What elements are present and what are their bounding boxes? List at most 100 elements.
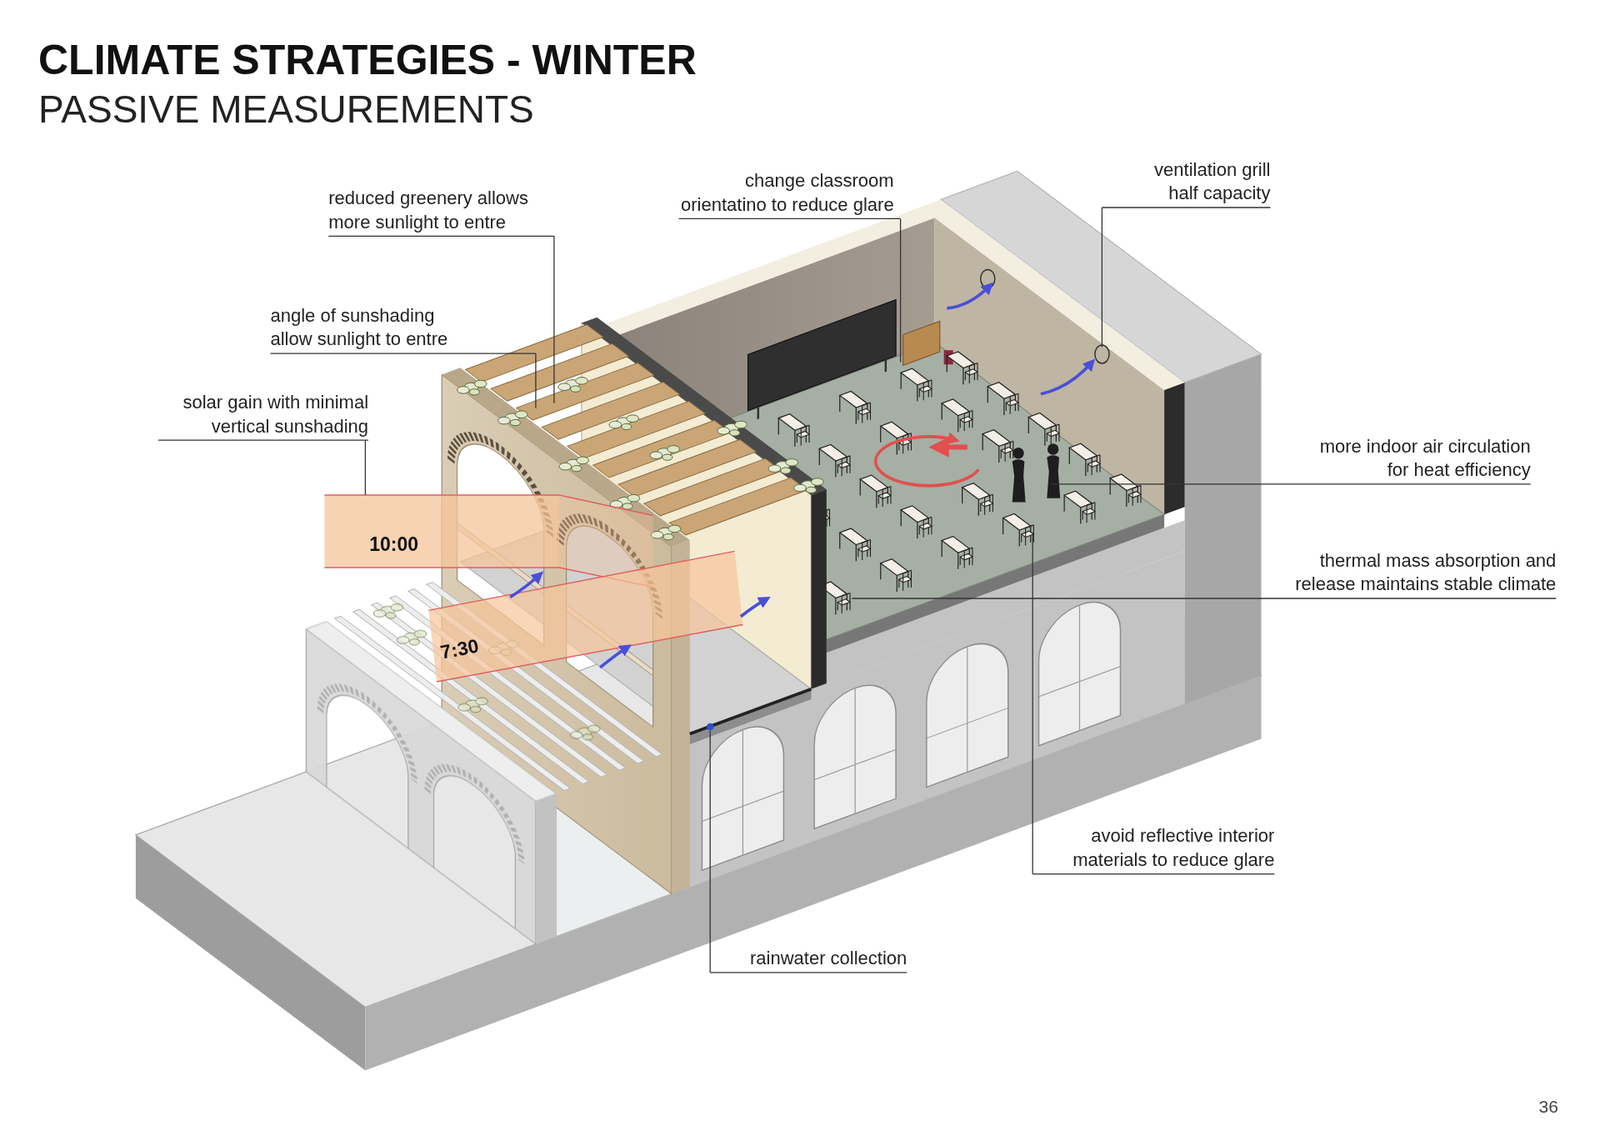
- air-flow: [510, 285, 1092, 668]
- leader-line: [535, 353, 536, 409]
- people: [1012, 443, 1061, 502]
- label-holder: 7:30: [440, 640, 480, 666]
- cabinet: [903, 320, 940, 365]
- greenery: [373, 603, 404, 619]
- annotation: solar gain with minimal vertical sunshad…: [180, 390, 369, 439]
- greenery: [458, 697, 489, 713]
- greenery: [794, 478, 825, 494]
- person-body: [1046, 455, 1060, 498]
- leader-line: [1032, 532, 1034, 874]
- greenery: [609, 415, 640, 430]
- wall-cut: [535, 793, 556, 944]
- underline: [270, 352, 536, 354]
- underline: [710, 971, 907, 973]
- desk: [941, 536, 973, 570]
- title: CLIMATE STRATEGIES - WINTER: [38, 36, 697, 85]
- annotation: more indoor air circulation for heat eff…: [1317, 435, 1531, 483]
- label-holder: thermal mass absorption and release main…: [1292, 549, 1556, 597]
- air-arrow: [946, 285, 990, 309]
- annotation: avoid reflective interior materials to r…: [1070, 824, 1275, 872]
- underline: [679, 218, 901, 220]
- sun-band: [324, 495, 560, 568]
- underline: [1050, 483, 1531, 485]
- annotation: angle of sunshading allow sunlight to en…: [270, 304, 450, 352]
- person-head: [1012, 447, 1024, 459]
- desk: [1069, 443, 1100, 476]
- greenery: [558, 377, 589, 393]
- leader-line: [710, 730, 711, 973]
- time-label: 10:00: [369, 532, 419, 558]
- rainwater-outlet: [706, 723, 715, 731]
- air-circulation-arrow: [936, 444, 968, 450]
- annotation: change classroom orientatino to reduce g…: [679, 169, 895, 217]
- label-holder: angle of sunshading allow sunlight to en…: [270, 304, 450, 352]
- annotation: rainwater collection: [750, 946, 907, 971]
- greenery: [650, 445, 680, 461]
- underline: [1101, 206, 1270, 208]
- desk: [987, 382, 1019, 415]
- wood-slat: [669, 477, 807, 535]
- rainwater-gutter: [690, 689, 812, 735]
- label-holder: CLIMATE STRATEGIES - WINTER: [38, 36, 697, 85]
- air-arrow: [1040, 362, 1092, 395]
- page-number: 36: [1539, 1095, 1559, 1118]
- wall-cap: [935, 210, 1185, 390]
- air-arrow: [600, 646, 628, 667]
- desk: [941, 399, 973, 432]
- desk: [840, 528, 871, 561]
- greenery: [396, 630, 427, 645]
- underline: [851, 597, 1556, 599]
- leader-line: [1101, 207, 1103, 347]
- label-holder: more indoor air circulation for heat eff…: [1317, 435, 1531, 483]
- desk: [860, 475, 891, 508]
- sun-path: [324, 495, 743, 682]
- desk: [982, 430, 1014, 463]
- greenery: [768, 459, 799, 475]
- desk: [900, 368, 932, 401]
- sun-ray: [324, 495, 653, 587]
- label-holder: rainwater collection: [750, 946, 907, 971]
- greenery: [498, 410, 529, 426]
- air-arrow: [740, 599, 767, 617]
- desk: [819, 444, 850, 477]
- air-arrow: [510, 575, 540, 598]
- label-holder: PASSIVE MEASUREMENTS: [38, 87, 535, 132]
- leader-line: [553, 235, 555, 403]
- desk: [900, 505, 932, 539]
- wall-cap: [582, 199, 955, 343]
- whiteboard: [748, 283, 940, 423]
- greenery: [570, 725, 600, 740]
- label-holder: reduced greenery allows more sunlight to…: [328, 186, 530, 235]
- label-holder: avoid reflective interior materials to r…: [1070, 824, 1275, 872]
- desk: [946, 351, 978, 385]
- arcade-wall: [305, 629, 536, 945]
- lower-arcade: [305, 621, 556, 945]
- person-body: [1012, 459, 1026, 502]
- desk: [962, 483, 994, 516]
- label-holder: 36: [1539, 1095, 1559, 1118]
- slab-front: [135, 835, 366, 1071]
- greenery: [717, 420, 748, 436]
- label-holder: change classroom orientatino to reduce g…: [679, 169, 895, 217]
- annotation: thermal mass absorption and release main…: [1292, 549, 1556, 597]
- underline: [1032, 873, 1275, 875]
- ventilation-grill: [980, 269, 995, 288]
- ventilation-grill: [1095, 345, 1110, 364]
- greenery: [457, 380, 488, 395]
- greenery: [559, 456, 590, 472]
- wall-cut: [810, 489, 826, 689]
- subtitle: PASSIVE MEASUREMENTS: [38, 87, 535, 132]
- label-holder: ventilation grill half capacity: [1151, 158, 1270, 206]
- leader-line: [365, 440, 366, 495]
- desk: [1028, 412, 1060, 445]
- desk: [880, 559, 912, 592]
- desk: [778, 414, 810, 447]
- underline: [158, 440, 369, 441]
- annotation: ventilation grill half capacity: [1151, 158, 1270, 206]
- underline: [328, 235, 555, 237]
- greenery: [650, 525, 681, 540]
- ground-slab: [135, 503, 1262, 1070]
- leader-line: [900, 218, 901, 362]
- label-holder: 10:00: [369, 532, 419, 558]
